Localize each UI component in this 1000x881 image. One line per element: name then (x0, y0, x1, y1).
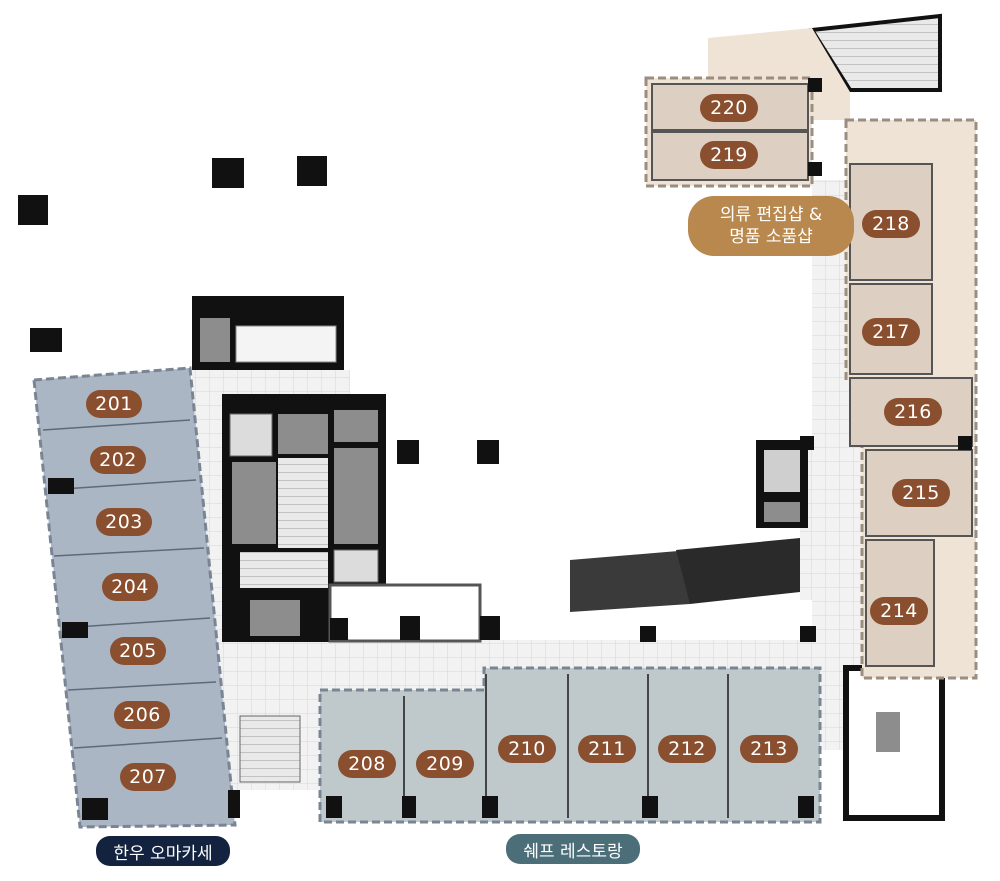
unit-220-label[interactable]: 220 (700, 94, 758, 122)
column (30, 328, 62, 352)
core-room (334, 410, 378, 442)
unit-207-label[interactable]: 207 (120, 763, 176, 791)
column (642, 796, 658, 818)
column (212, 158, 244, 188)
column (958, 436, 972, 450)
elevator (229, 413, 273, 457)
stairs (240, 552, 328, 588)
unit-204-label[interactable]: 204 (102, 573, 158, 601)
unit-215-label[interactable]: 215 (892, 479, 950, 507)
chef-zone-label[interactable]: 쉐프 레스토랑 (506, 834, 640, 864)
column (640, 626, 656, 642)
escalator (676, 538, 800, 604)
stairs (808, 13, 942, 92)
unit-217-label[interactable]: 217 (862, 318, 920, 346)
unit-203-label[interactable]: 203 (96, 508, 152, 536)
fashion-zone-label[interactable]: 의류 편집샵 & 명품 소품샵 (688, 196, 854, 256)
core-room (232, 462, 276, 544)
core-room (278, 414, 328, 454)
column (62, 622, 88, 638)
unit-210-label[interactable]: 210 (498, 735, 556, 763)
elevator (333, 549, 379, 583)
column (798, 796, 814, 818)
column (808, 162, 822, 176)
column (477, 440, 499, 464)
column (297, 156, 327, 186)
stairs (278, 458, 328, 548)
unit-201-label[interactable]: 201 (86, 390, 142, 418)
column (326, 796, 342, 818)
chef-zone (318, 666, 822, 824)
core-room (334, 448, 378, 544)
unit-218-label[interactable]: 218 (862, 210, 920, 238)
core-room (250, 600, 300, 636)
column (800, 436, 814, 450)
stairs (239, 715, 301, 783)
column (82, 798, 108, 820)
column (800, 626, 816, 642)
fashion-zone-corridor (708, 28, 850, 120)
column (402, 796, 416, 818)
unit-205-label[interactable]: 205 (110, 637, 166, 665)
unit-216-label[interactable]: 216 (884, 398, 942, 426)
unit-209-label[interactable]: 209 (416, 750, 474, 778)
unit-202-label[interactable]: 202 (90, 446, 146, 474)
unit-213-label[interactable]: 213 (740, 735, 798, 763)
unit-214-label[interactable]: 214 (870, 597, 928, 625)
unit-212-label[interactable]: 212 (658, 735, 716, 763)
unit-219-label[interactable]: 219 (700, 141, 758, 169)
column (482, 796, 498, 818)
column (18, 195, 48, 225)
unit-206-label[interactable]: 206 (114, 701, 170, 729)
elevator (764, 450, 800, 492)
unit-211-label[interactable]: 211 (578, 735, 636, 763)
column (48, 478, 74, 494)
column (397, 440, 419, 464)
core-room (764, 502, 800, 522)
restroom-core (876, 712, 900, 752)
column (400, 616, 420, 640)
unit-208-label[interactable]: 208 (338, 750, 396, 778)
elevator-lobby (235, 325, 337, 363)
escalator (570, 550, 690, 612)
corridor (800, 450, 868, 600)
core-room (200, 318, 230, 362)
column (330, 618, 348, 640)
hanwoo-zone-label[interactable]: 한우 오마카세 (96, 836, 230, 866)
column (480, 616, 500, 640)
column (808, 78, 822, 92)
column (228, 790, 240, 818)
